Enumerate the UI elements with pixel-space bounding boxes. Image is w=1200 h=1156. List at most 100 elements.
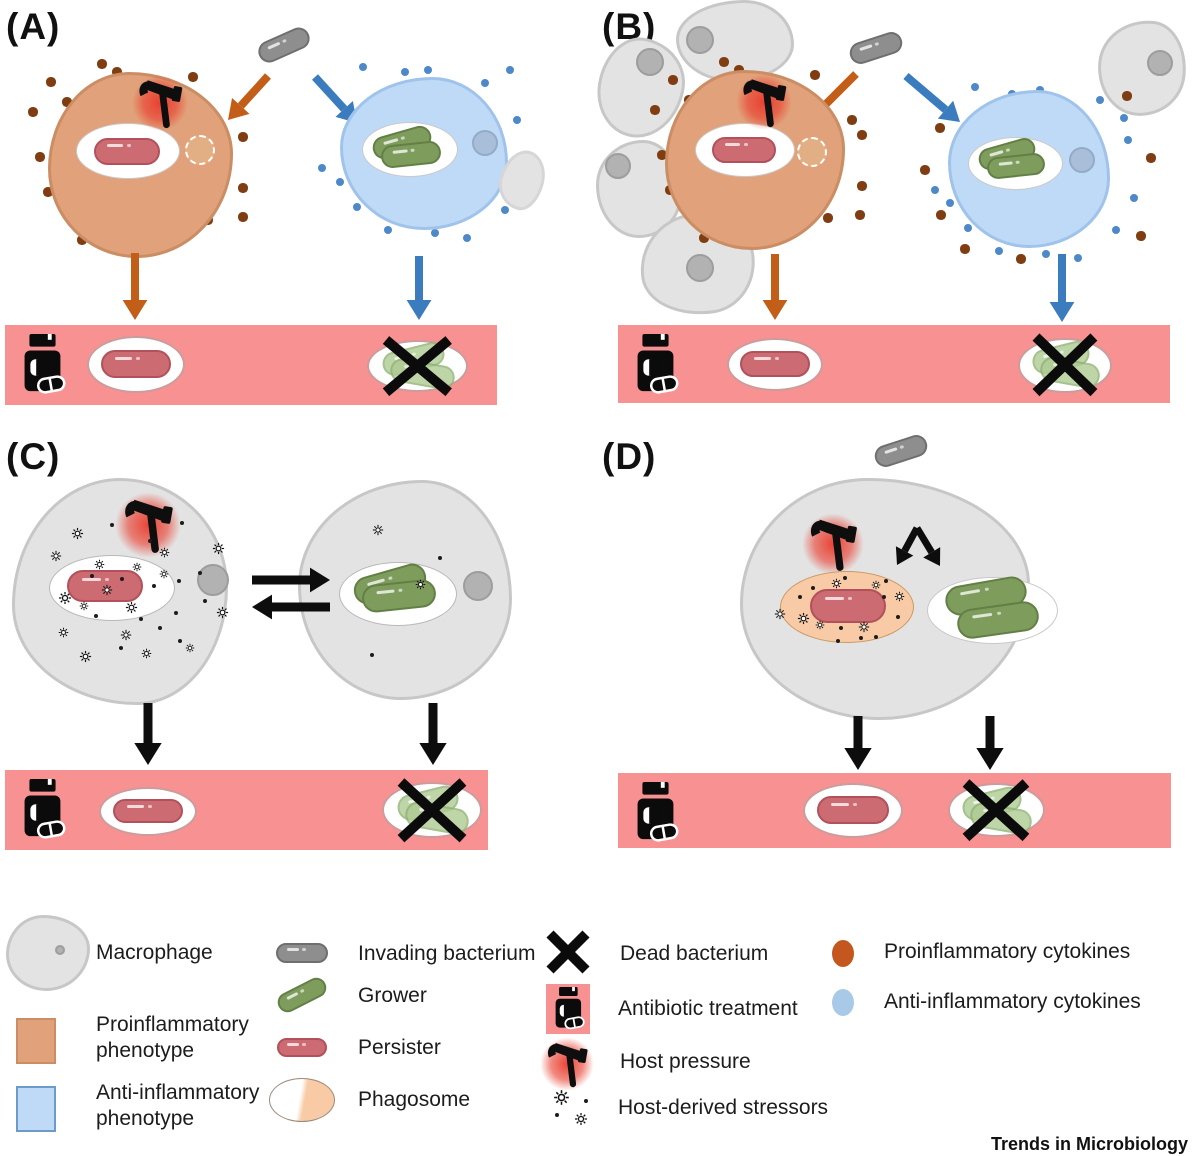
c-pill-bottle-icon	[24, 779, 66, 839]
a-anti-inflammatory-cytokine-dot	[423, 65, 433, 75]
a-down-arrow-antiinflammatory	[406, 256, 432, 320]
panel-d-label: (D)	[602, 436, 657, 477]
legend-antibiotic-bottle-icon	[555, 987, 585, 1030]
panel-c-label: (C)	[6, 436, 61, 477]
a-persister-bacterium	[100, 349, 172, 379]
c-nucleus-right	[463, 571, 493, 601]
d-grower-1-shine-dot	[984, 587, 990, 592]
a-invading-bacterium-shine	[267, 41, 281, 50]
a-host-pressure-hammer-icon	[139, 80, 183, 129]
a-empty-vesicle	[185, 135, 215, 165]
d-stressor-dot	[810, 585, 816, 591]
a-persister-bacterium-shine-dot	[127, 144, 131, 148]
a-anti-inflammatory-cytokine-dot	[383, 225, 393, 235]
c-host-derived-stressor-icon	[125, 601, 137, 613]
b-bystander-macrophage-top-nucleus	[686, 26, 714, 54]
b-persister-bacterium	[712, 137, 776, 163]
a-pill-bottle-icon	[24, 334, 66, 394]
a-proinflammatory-cytokine-dot	[238, 212, 248, 222]
b-proinflammatory-cytokine-dot	[920, 165, 930, 175]
a-proinflammatory-cytokine-dot	[188, 72, 198, 82]
c-persister-bacterium-shine-dot	[105, 577, 109, 581]
a-anti-inflammatory-cytokine-dot	[512, 115, 522, 125]
c-persister-bacterium	[67, 570, 143, 602]
c-equilibrium-arrow-left	[252, 594, 330, 620]
c-host-derived-stressor-icon	[212, 542, 224, 554]
d-invading-bacterium-shine	[884, 446, 898, 454]
d-host-derived-stressor-icon	[774, 608, 786, 620]
a-proinflammatory-cytokine-dot	[35, 152, 45, 162]
c-persister-bacterium-shine	[81, 577, 101, 581]
c-persister-bacterium-shine-dot	[147, 804, 152, 808]
b-dead-bacterium-x-icon	[1032, 333, 1098, 397]
d-stressor-dot	[835, 638, 841, 644]
legend-label-phagosome: Phagosome	[358, 1088, 471, 1111]
c-host-pressure-hammer-icon	[125, 499, 173, 553]
legend-persister-icon-shine-dot	[302, 1042, 306, 1046]
a-anti-inflammatory-cytokine-dot	[358, 62, 368, 72]
b-host-pressure-hammer-icon	[743, 79, 787, 128]
c-host-derived-stressor-icon	[79, 650, 91, 662]
a-proinflammatory-cytokine-dot	[77, 235, 87, 245]
a-persister-bacterium-shine-dot	[135, 356, 140, 360]
d-stressor-dot	[858, 635, 864, 641]
b-grower-1-shine-dot	[1005, 147, 1011, 152]
a-grower-1-shine	[383, 137, 399, 145]
b-proinflammatory-cytokine-dot	[650, 105, 660, 115]
legend-stressor-dot	[554, 1112, 560, 1118]
c-host-derived-stressor-icon	[71, 527, 83, 539]
d-invading-bacterium	[871, 432, 931, 470]
d-stressor-dot	[873, 634, 879, 640]
a-anti-inflammatory-cytokine-dot	[505, 65, 515, 75]
d-stressor-dot	[895, 614, 901, 620]
c-host-derived-stressor-icon	[58, 627, 68, 637]
legend-persister-icon-shine	[287, 1042, 300, 1046]
d-persister-bacterium-shine	[831, 802, 849, 806]
d-dead-bacterium-x-icon	[962, 779, 1030, 841]
d-down-arrow-persister	[844, 716, 872, 770]
d-host-derived-stressor-icon	[815, 620, 825, 630]
d-host-derived-stressor-icon	[831, 578, 841, 588]
d-stressor-dot	[797, 594, 803, 600]
b-proinflammatory-cytokine-dot	[1122, 91, 1132, 101]
legend-label-proinflammatory-cytokines: Proinflammatory cytokines	[884, 940, 1131, 963]
c-grower-1-shine-dot	[388, 575, 393, 580]
b-anti-inflammatory-cytokine-dot	[970, 82, 980, 92]
d-host-derived-stressor-icon	[858, 621, 870, 633]
b-proinflammatory-cytokine-dot	[668, 75, 678, 85]
legend-invading-bacterium-icon	[276, 943, 328, 963]
b-proinflammatory-cytokine-dot	[699, 233, 709, 243]
b-grower-2-shine	[998, 160, 1013, 166]
legend-stressor-dot	[583, 1098, 589, 1104]
b-anti-inflammatory-cytokine-dot	[945, 198, 955, 208]
c-equilibrium-arrow-right	[252, 567, 330, 593]
b-proinflammatory-cytokine-dot	[1146, 153, 1156, 163]
b-proinflammatory-cytokine-dot	[719, 57, 729, 67]
a-invading-bacterium-shine-dot	[281, 38, 287, 43]
c-host-derived-stressor-icon	[372, 524, 384, 536]
a-proinflammatory-cytokine-dot	[28, 107, 38, 117]
legend-dead-bacterium-icon	[546, 930, 590, 974]
journal-name: Trends in Microbiology	[990, 1134, 1188, 1154]
c-persister-bacterium	[112, 798, 184, 824]
d-stressor-dot	[838, 625, 844, 631]
c-down-arrow-grower	[419, 703, 447, 765]
b-bystander-macrophage-right	[1093, 15, 1191, 121]
legend-label-invading-bacterium: Invading bacterium	[358, 942, 536, 965]
b-anti-inflammatory-cytokine-dot	[1035, 85, 1045, 95]
b-down-arrow-antiinflammatory	[1049, 254, 1075, 322]
c-stressor-dot	[157, 625, 163, 631]
b-bystander-macrophage-bottom-left-nucleus	[686, 254, 714, 282]
legend-grower-icon-shine	[286, 992, 299, 1001]
b-invading-bacterium-shine-dot	[874, 41, 880, 46]
c-stressor-dot	[138, 616, 144, 622]
c-host-derived-stressor-icon	[79, 601, 89, 611]
b-down-arrow-proinflammatory	[762, 254, 788, 320]
c-host-derived-stressor-icon	[159, 569, 169, 579]
legend-invading-bacterium-icon-shine	[286, 948, 300, 952]
b-proinflammatory-cytokine-dot	[810, 70, 820, 80]
c-nucleus	[197, 564, 229, 596]
d-stressor-dot	[883, 578, 889, 584]
c-down-arrow-persister	[134, 703, 162, 765]
legend-invading-bacterium-icon-shine-dot	[302, 948, 306, 952]
